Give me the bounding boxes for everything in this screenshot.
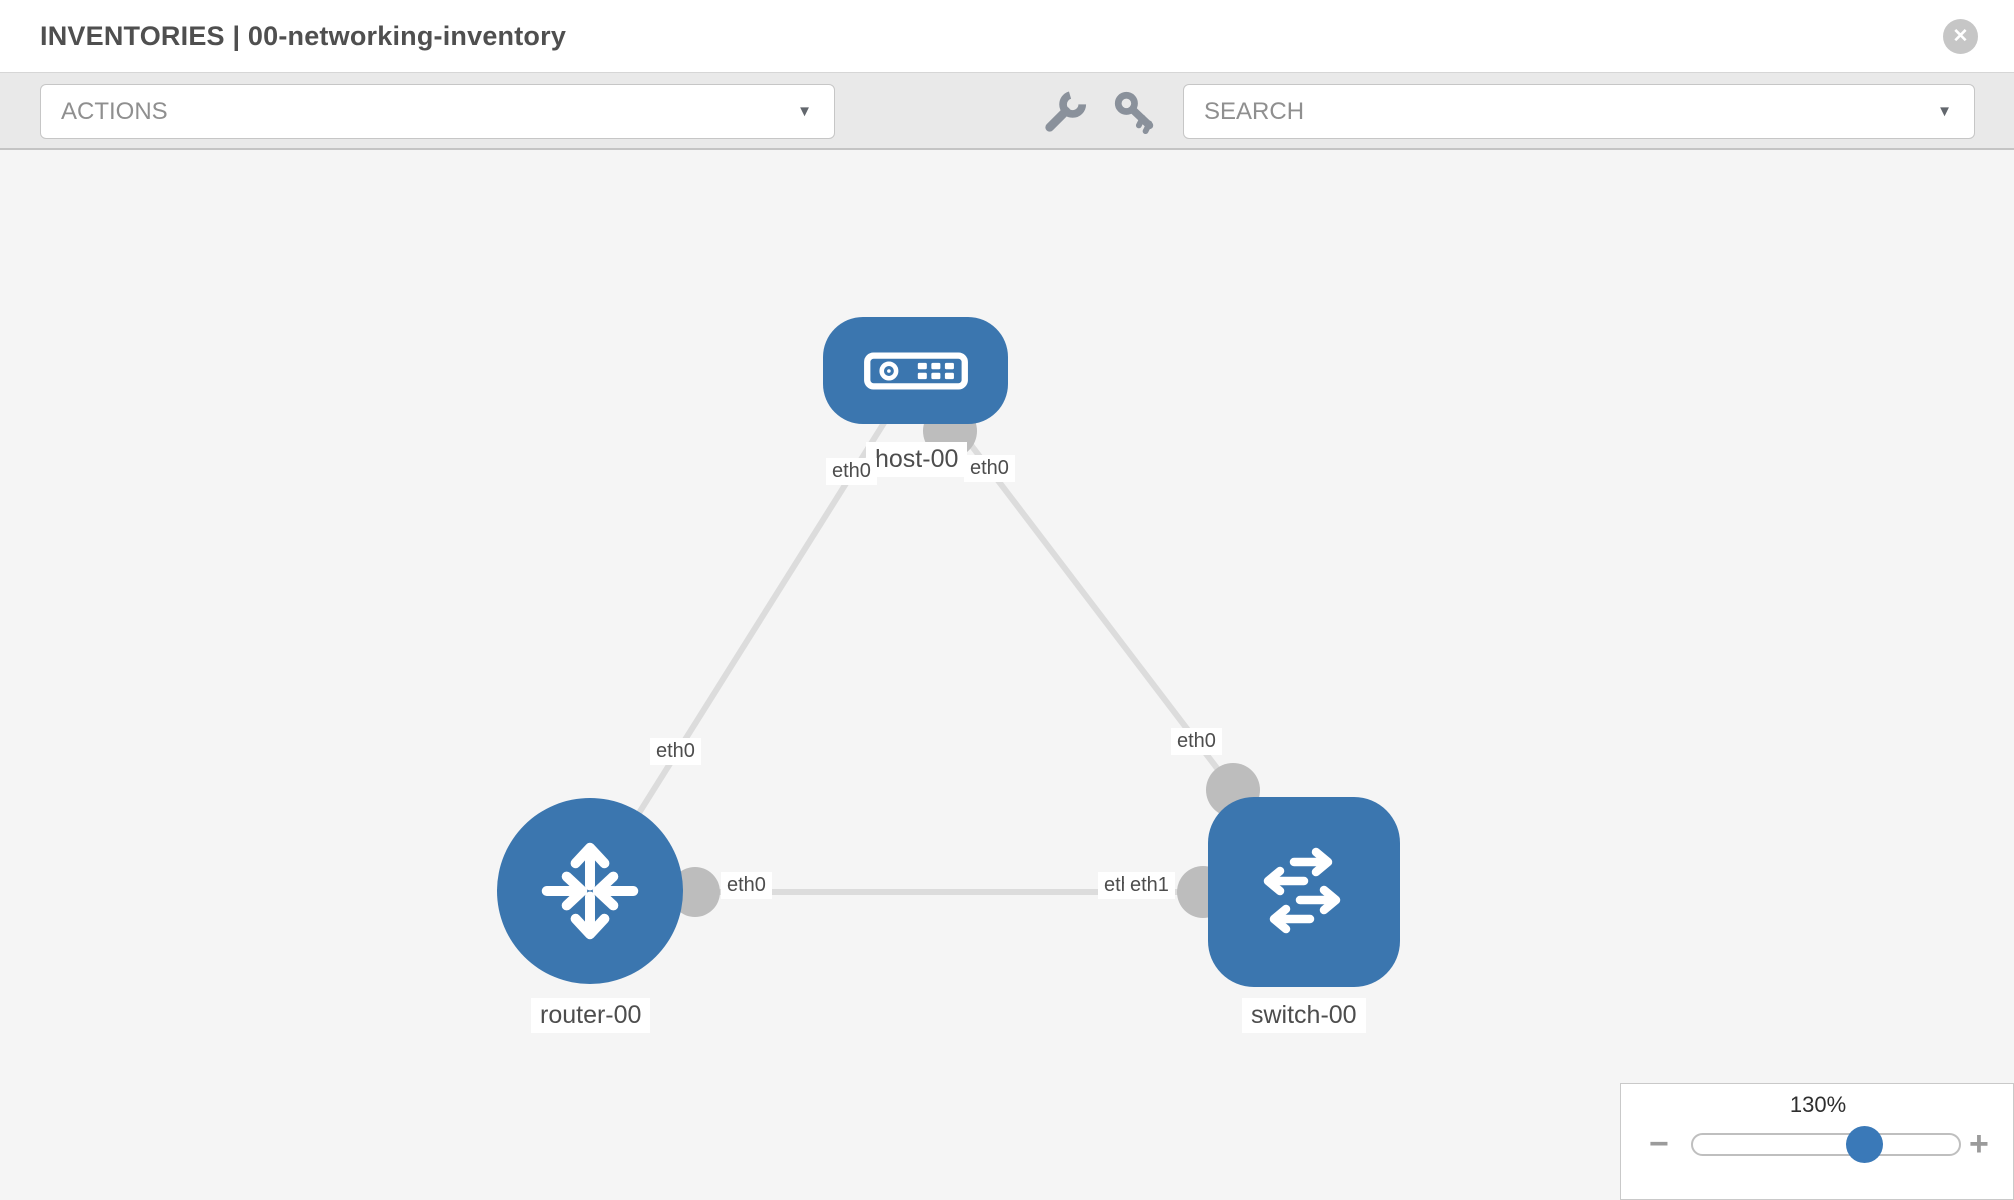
switch-icon xyxy=(1263,847,1341,934)
zoom-control-panel: 130% − + xyxy=(1620,1083,2014,1200)
port-label-router-host-link: eth0 xyxy=(650,738,701,765)
zoom-in-button[interactable]: + xyxy=(1969,1125,1989,1163)
search-dropdown[interactable]: SEARCH ▼ xyxy=(1183,84,1975,139)
search-dropdown-label: SEARCH xyxy=(1204,98,1305,125)
page-title: INVENTORIES | 00-networking-inventory xyxy=(40,21,567,51)
key-icon[interactable] xyxy=(1112,89,1158,135)
host-icon xyxy=(863,351,968,390)
zoom-out-button[interactable]: − xyxy=(1649,1125,1669,1163)
chevron-down-icon: ▼ xyxy=(1937,103,1952,120)
zoom-level-value: 130% xyxy=(1789,1092,1847,1117)
port-label-host-left: eth0 xyxy=(826,458,877,485)
topology-canvas[interactable]: host-00 router-00 switch-00 eth0 eth0 et… xyxy=(0,150,2014,1200)
node-host-00[interactable] xyxy=(823,317,1008,424)
wrench-icon[interactable] xyxy=(1042,89,1088,135)
port-label-host-right: eth0 xyxy=(964,455,1015,482)
router-icon xyxy=(541,842,639,940)
port-label-switch-eth1: eth1 xyxy=(1124,872,1175,899)
actions-dropdown-label: ACTIONS xyxy=(61,98,168,125)
topology-links-layer xyxy=(587,370,1300,918)
port-router-eth0 xyxy=(670,867,720,917)
chevron-down-icon: ▼ xyxy=(797,103,812,120)
node-switch-00[interactable] xyxy=(1208,797,1400,987)
header-bar: INVENTORIES | 00-networking-inventory ✕ xyxy=(0,0,2014,73)
node-router-00[interactable] xyxy=(497,798,683,984)
node-label-switch-00: switch-00 xyxy=(1242,998,1366,1033)
node-label-host-00: host-00 xyxy=(866,442,968,477)
port-label-router-switch-link: eth0 xyxy=(721,872,772,899)
node-label-router-00: router-00 xyxy=(531,998,651,1033)
port-label-switch-host-link: eth0 xyxy=(1171,728,1222,755)
zoom-slider-thumb[interactable] xyxy=(1846,1126,1883,1163)
zoom-slider-track[interactable] xyxy=(1691,1133,1961,1156)
toolbar: ACTIONS ▼ SEARCH ▼ xyxy=(0,73,2014,150)
close-icon[interactable]: ✕ xyxy=(1943,19,1978,54)
actions-dropdown[interactable]: ACTIONS ▼ xyxy=(40,84,835,139)
